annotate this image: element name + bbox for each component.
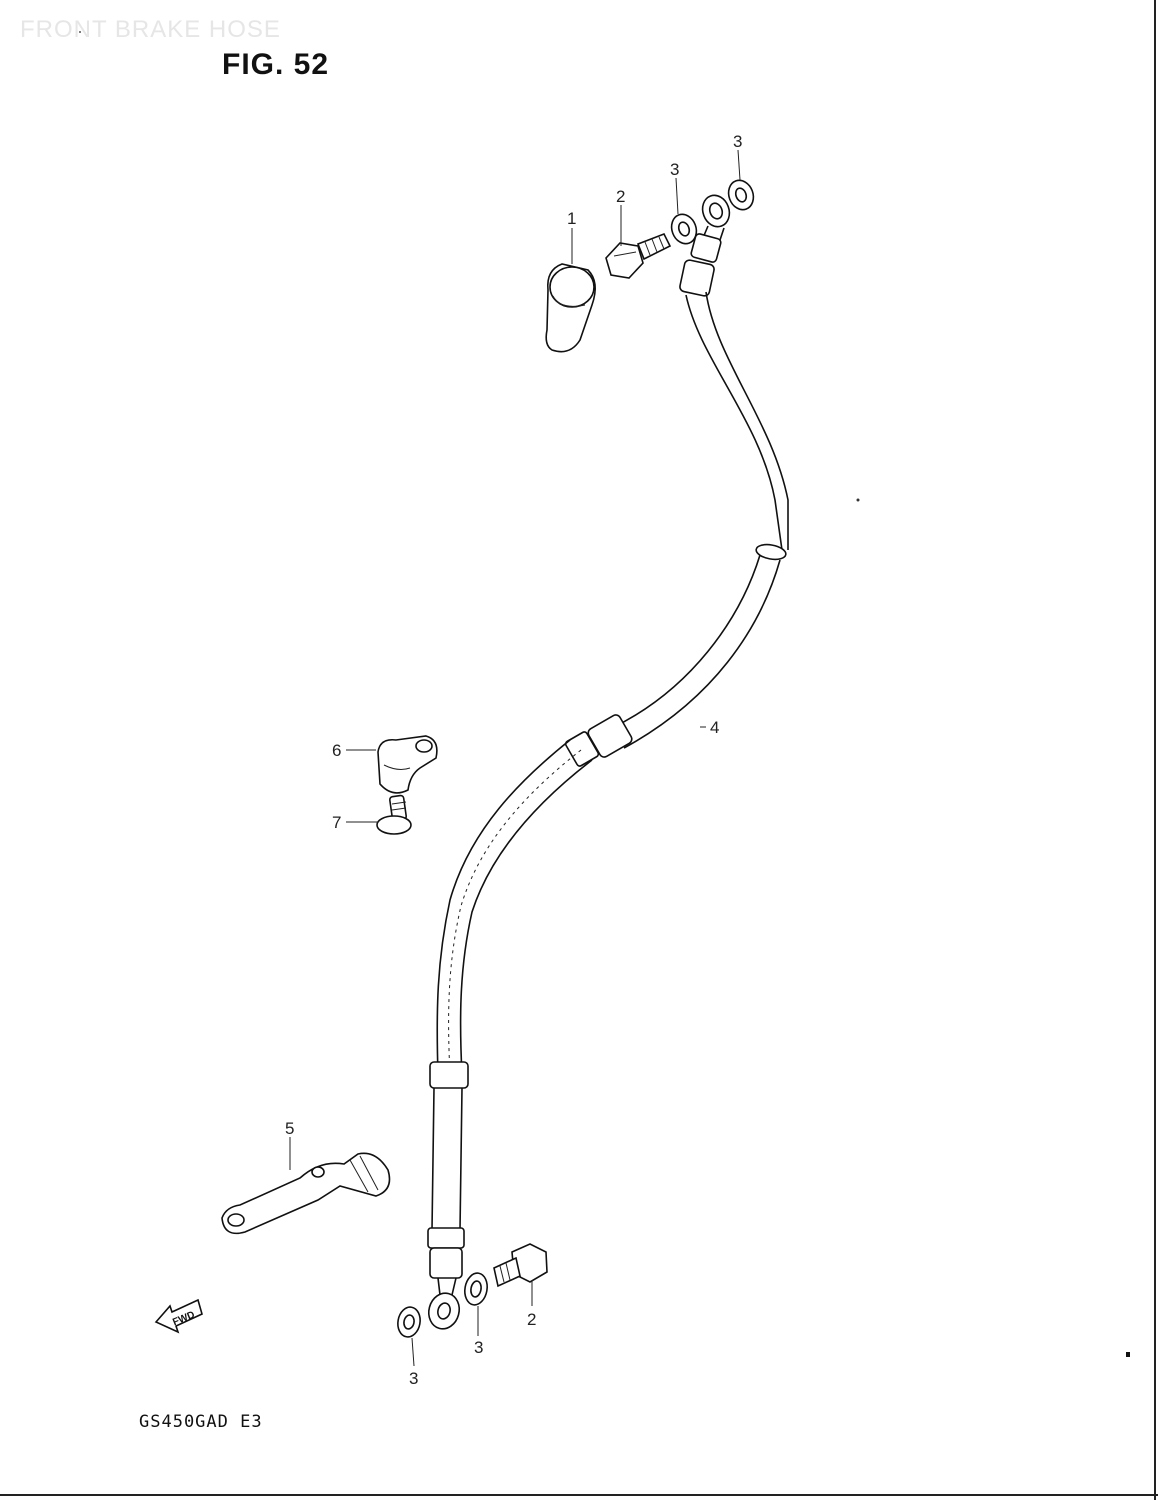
callout-part-4: 4	[710, 718, 719, 737]
part-2-banjo-bolt-top	[605, 232, 672, 279]
callout-part-3-top-b: 3	[733, 132, 742, 151]
callout-leader-lines	[289, 149, 741, 1367]
scan-specks	[79, 31, 1130, 1357]
callout-part-2-top: 2	[616, 187, 625, 206]
part-3-washer-top-b	[727, 179, 755, 211]
callout-part-7: 7	[332, 813, 341, 832]
part-3-washer-top-a	[670, 213, 698, 245]
figure-title: FIG. 52	[222, 48, 330, 81]
part-7-bolt	[376, 794, 412, 835]
callout-labels: 1 2 3 3 4 6 7 5 2 3 3	[285, 132, 742, 1388]
part-5-hose-bracket	[221, 1152, 391, 1235]
bottom-border	[0, 1494, 1158, 1496]
forward-direction-arrow-icon: FWD	[154, 1298, 203, 1334]
part-3-washer-bottom-a	[464, 1272, 488, 1306]
callout-part-3-bottom-b: 3	[409, 1369, 418, 1388]
callout-part-5: 5	[285, 1119, 294, 1138]
callout-part-3-bottom-a: 3	[474, 1338, 483, 1357]
callout-part-2-bottom: 2	[527, 1310, 536, 1329]
part-2-banjo-bolt-bottom	[493, 1243, 548, 1288]
right-border	[1154, 0, 1156, 1500]
callout-part-6: 6	[332, 741, 341, 760]
part-6-clamp	[377, 735, 438, 794]
part-4-brake-hose	[427, 194, 789, 1330]
faint-page-title: FRONT BRAKE HOSE	[20, 16, 281, 43]
callout-part-3-top-a: 3	[670, 160, 679, 179]
part-1-cap	[545, 263, 596, 353]
model-code: GS450GAD E3	[139, 1412, 263, 1432]
callout-part-1: 1	[567, 209, 576, 228]
part-3-washer-bottom-b	[397, 1306, 421, 1338]
